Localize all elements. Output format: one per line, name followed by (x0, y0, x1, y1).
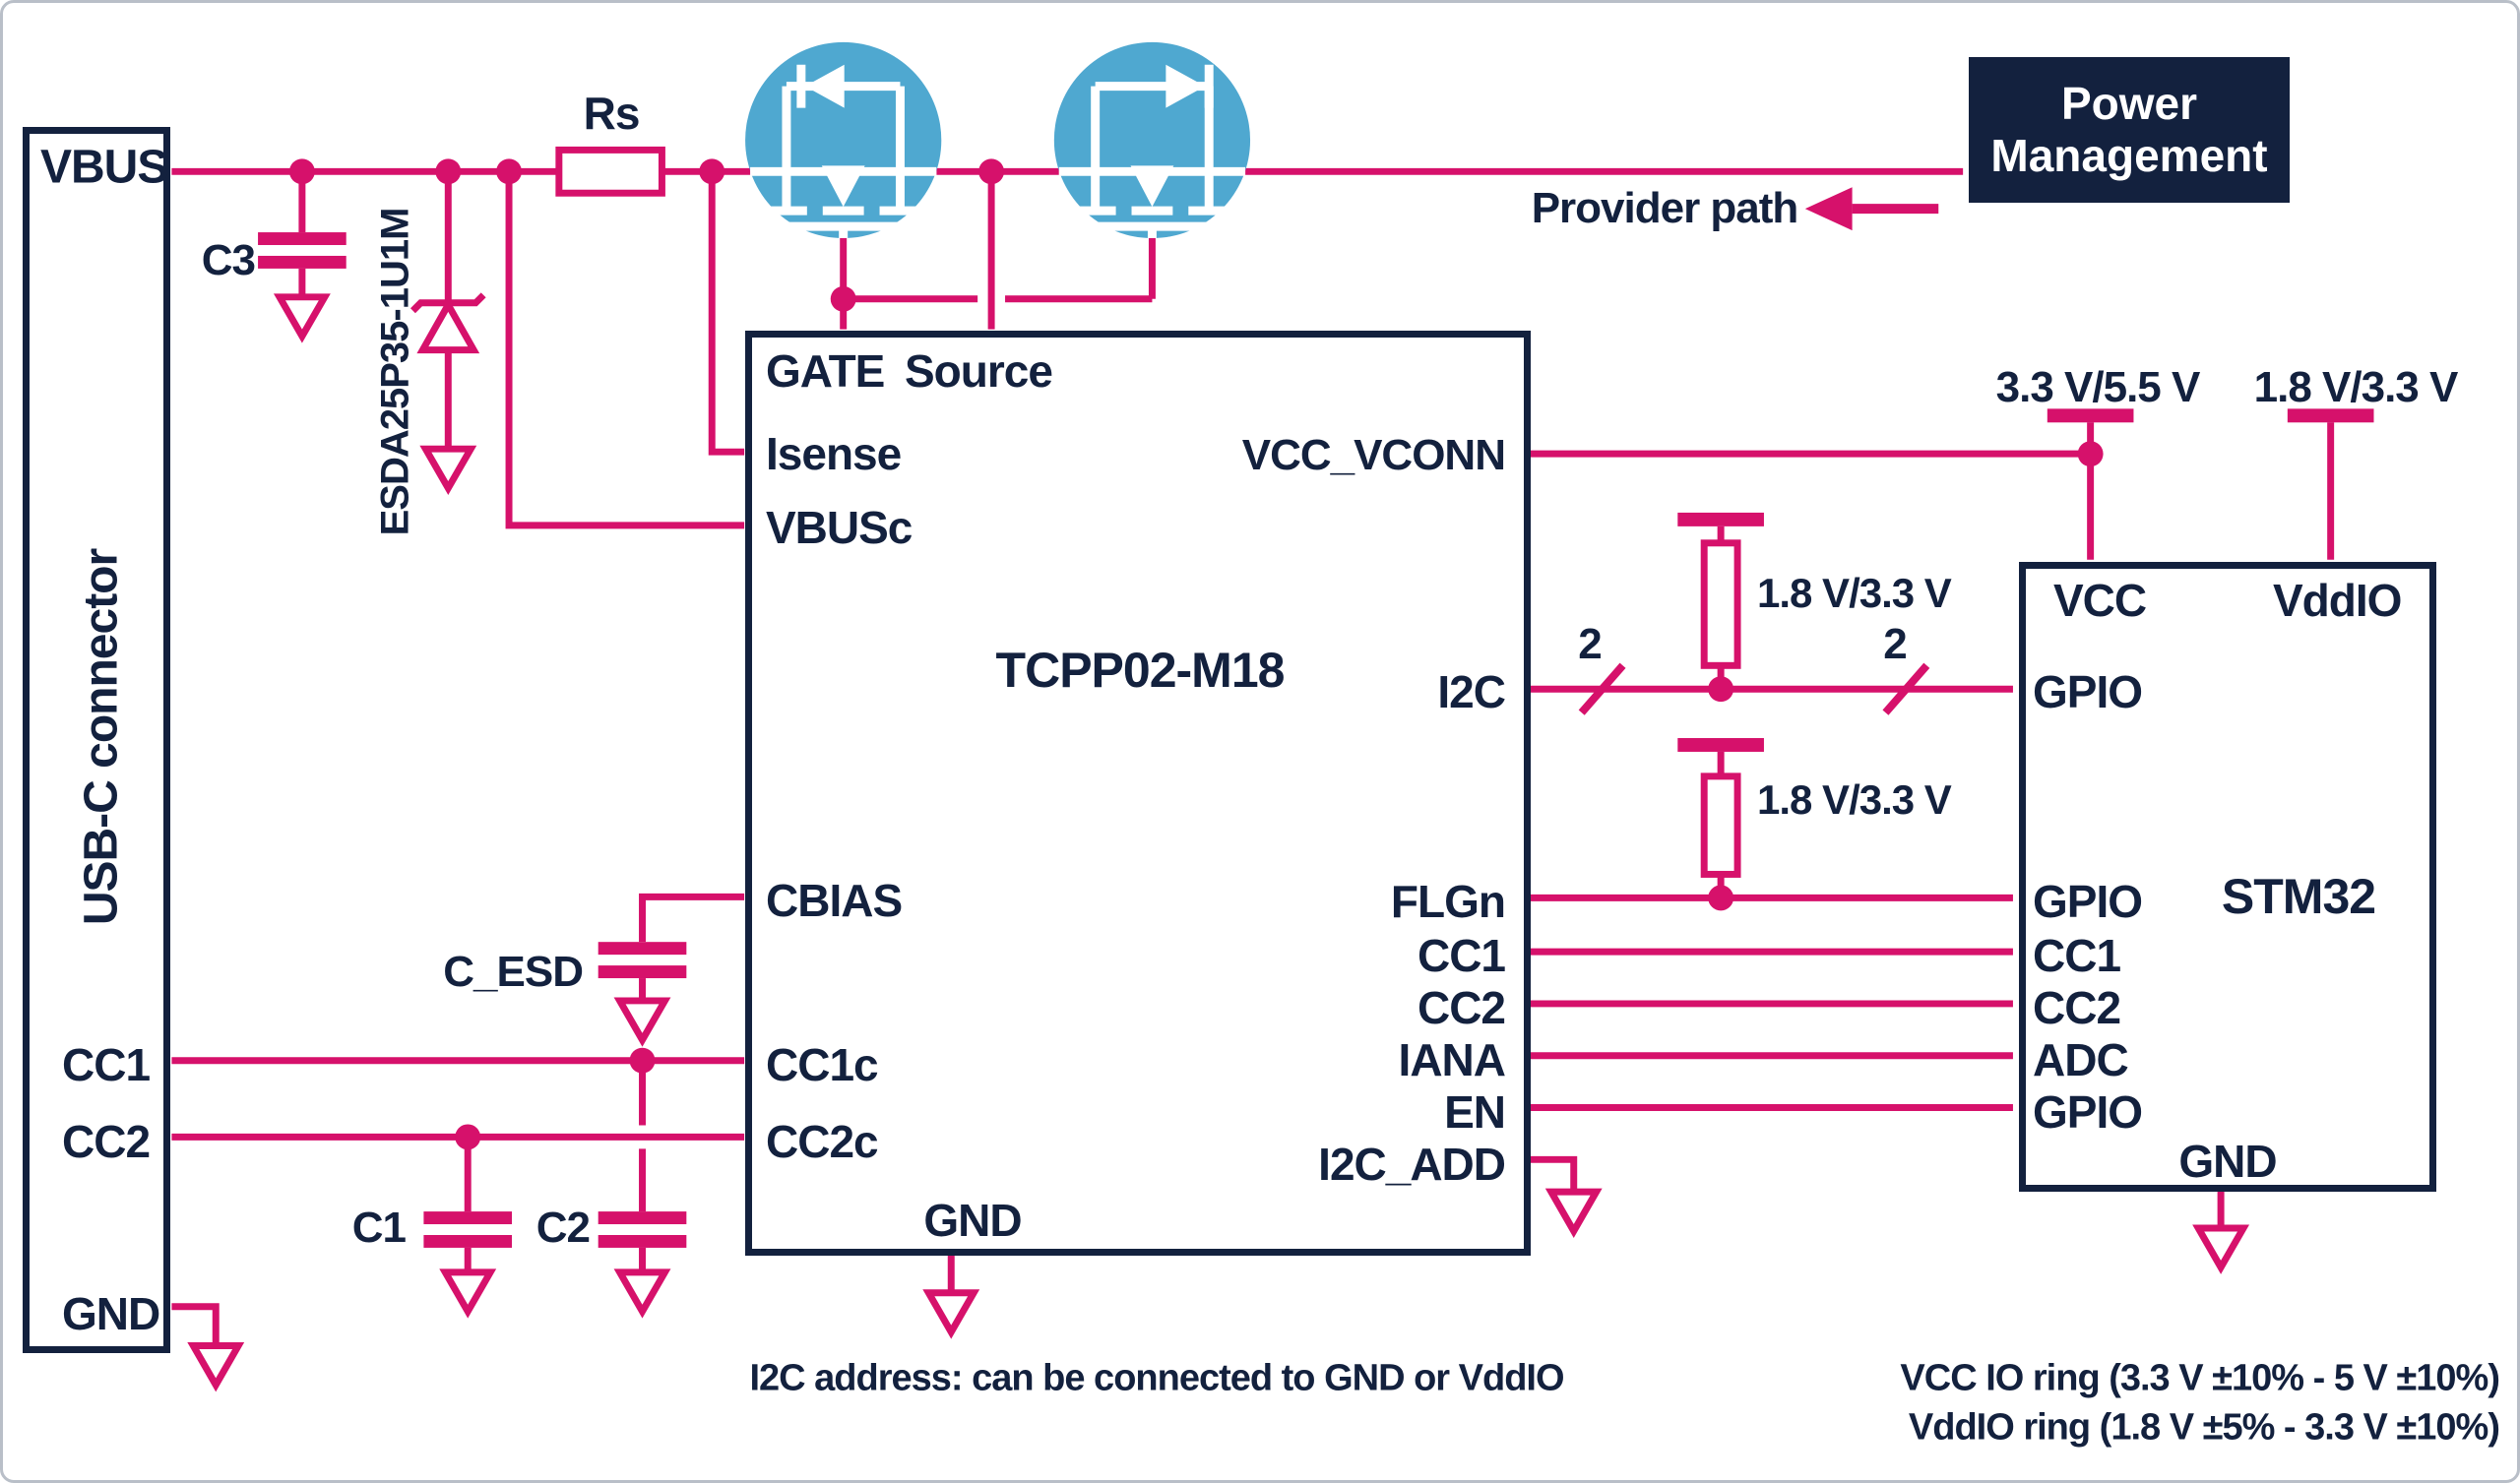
stm32-block (2019, 562, 2436, 1192)
isense-wire (708, 171, 745, 456)
stm32-vcc-pin-label: VCC (2053, 575, 2147, 626)
i2c-bus-wire (1526, 662, 2013, 715)
usbc-connector-title: USB-C connector (75, 548, 128, 926)
tcpp02-en-pin-label: EN (1444, 1086, 1506, 1138)
gate-source-wires (840, 171, 1156, 330)
tcpp02-i2c-add-pin-label: I2C_ADD (1318, 1139, 1506, 1190)
usbc-vbus-pin-label: VBUS (40, 141, 168, 194)
flgn-pullup-resistor-icon (1526, 738, 2013, 901)
stm32-gnd-pin-label: GND (2178, 1136, 2277, 1187)
tcpp02-block (745, 331, 1531, 1256)
vcc-rail-voltage-label: 3.3 V/5.5 V (1995, 363, 2201, 411)
usbc-cc2-pin-label: CC2 (62, 1116, 151, 1167)
esd-diode-ref-label: ESDA25P35-1U1M (373, 208, 417, 536)
stm32-adc-pin-label: ADC (2033, 1034, 2129, 1085)
flgn-pullup-voltage-label: 1.8 V/3.3 V (1757, 776, 1952, 823)
schematic-wiring (171, 41, 2374, 1392)
vddio-ring-note: VddIO ring (1.8 V ±5% - 3.3 V ±10%) (1908, 1406, 2500, 1449)
tcpp02-cbias-pin-label: CBIAS (766, 875, 903, 926)
junction-dots (288, 158, 2104, 1150)
power-management-label-2: Management (1990, 130, 2268, 181)
tcpp02-title: TCPP02-M18 (995, 643, 1286, 698)
tcpp02-isense-pin-label: Isense (766, 428, 902, 479)
tcpp02-cc2c-pin-label: CC2c (766, 1116, 879, 1167)
stm32-cc1-pin-label: CC1 (2033, 930, 2121, 981)
power-management-label-1: Power (2060, 78, 2198, 130)
i2c-pullup-resistor-icon (1677, 512, 1764, 690)
vcc-vconn-wire (1526, 408, 2134, 560)
capacitor-c2-icon (598, 1060, 687, 1319)
vddio-rail-wire (2287, 408, 2374, 560)
stm32-vddio-pin-label: VddIO (2273, 575, 2402, 626)
i2c-pullup-voltage-label: 1.8 V/3.3 V (1757, 570, 1952, 616)
tcpp02-gate-pin-label: GATE (766, 345, 885, 397)
power-management-block: Power Management (1969, 57, 2290, 203)
i2c-add-ground-icon (1526, 1155, 1603, 1239)
mosfet-left-icon (745, 41, 942, 239)
tcpp02-source-pin-label: Source (905, 345, 1053, 397)
cesd-ref-label: C_ESD (443, 948, 584, 996)
tcpp02-cc1-pin-label: CC1 (1417, 930, 1506, 981)
tcpp02-ground-icon (922, 1250, 980, 1339)
capacitor-cesd-icon (598, 893, 745, 1047)
usbc-gnd-pin-label: GND (62, 1288, 160, 1339)
stm32-cc2-pin-label: CC2 (2033, 982, 2121, 1033)
vddio-rail-voltage-label: 1.8 V/3.3 V (2253, 363, 2459, 411)
tcpp02-iana-pin-label: IANA (1398, 1034, 1506, 1085)
stm32-gpio-en-pin-label: GPIO (2033, 1086, 2143, 1138)
capacitor-c3-icon (258, 171, 346, 343)
tcpp02-vcc-vconn-pin-label: VCC_VCONN (1241, 431, 1506, 479)
tcpp02-flgn-pin-label: FLGn (1390, 876, 1506, 927)
tcpp02-i2c-pin-label: I2C (1437, 666, 1506, 717)
usbc-cc1-pin-label: CC1 (62, 1039, 151, 1090)
i2c-address-note: I2C address: can be connected to GND or … (749, 1357, 1564, 1399)
tcpp02-gnd-pin-label: GND (923, 1195, 1022, 1246)
provider-path-arrow-icon (1804, 187, 1939, 231)
vcc-io-ring-note: VCC IO ring (3.3 V ±10% - 5 V ±10%) (1900, 1357, 2500, 1399)
provider-path-label: Provider path (1531, 184, 1799, 232)
mosfet-right-icon (1053, 41, 1251, 239)
tcpp02-vbusc-pin-label: VBUSc (766, 502, 913, 553)
c1-ref-label: C1 (351, 1204, 407, 1252)
i2c-bus-width-label-left: 2 (1578, 620, 1603, 668)
stm32-gpio-flgn-pin-label: GPIO (2033, 876, 2143, 927)
zener-diode-icon (410, 171, 486, 496)
usbc-connector-block (23, 127, 170, 1353)
resistor-rs-icon (555, 146, 665, 197)
vbusc-wire (505, 171, 745, 529)
stm32-gpio-i2c-pin-label: GPIO (2033, 666, 2143, 717)
tcpp02-cc2-pin-label: CC2 (1417, 982, 1506, 1033)
tcpp02-cc1c-pin-label: CC1c (766, 1039, 879, 1090)
capacitor-c1-icon (423, 1137, 513, 1319)
usbc-ground-icon (171, 1303, 245, 1392)
stm32-title: STM32 (2221, 869, 2376, 924)
c2-ref-label: C2 (536, 1204, 591, 1252)
rs-ref-label: Rs (583, 88, 641, 139)
stm32-ground-icon (2192, 1187, 2250, 1274)
i2c-bus-width-label-right: 2 (1883, 620, 1908, 668)
c3-ref-label: C3 (201, 236, 256, 284)
